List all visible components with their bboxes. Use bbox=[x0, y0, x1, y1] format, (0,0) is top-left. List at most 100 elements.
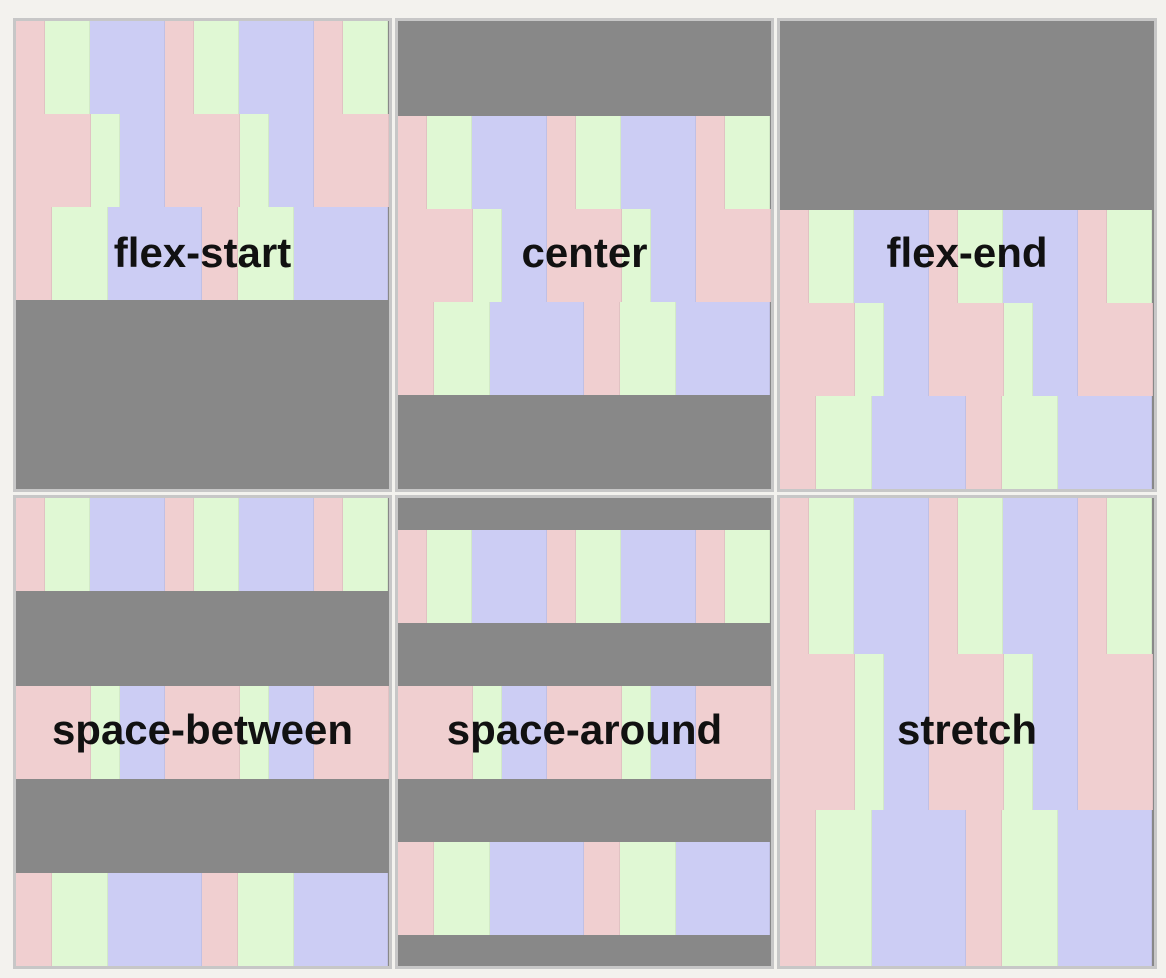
flex-item-red bbox=[398, 301, 434, 395]
flex-item-green bbox=[238, 207, 294, 300]
flex-item-green bbox=[91, 114, 120, 207]
flex-item-red bbox=[314, 498, 343, 591]
flex-item-green bbox=[1002, 396, 1058, 489]
flex-item-red bbox=[165, 21, 194, 114]
flex-item-red bbox=[1078, 210, 1107, 303]
flex-line bbox=[16, 21, 389, 114]
flex-item-blue bbox=[490, 301, 584, 395]
flex-item-blue bbox=[294, 207, 388, 300]
flex-item-red bbox=[780, 654, 855, 810]
flex-line bbox=[16, 207, 389, 300]
flex-item-green bbox=[427, 115, 472, 209]
flex-item-green bbox=[620, 301, 676, 395]
flex-item-green bbox=[622, 208, 651, 302]
flex-item-blue bbox=[472, 529, 547, 623]
panel-flex-end: flex-end bbox=[777, 18, 1157, 492]
flex-item-blue bbox=[490, 841, 584, 935]
flex-item-red bbox=[165, 685, 240, 779]
flex-item-red bbox=[16, 207, 52, 300]
flex-line bbox=[398, 685, 771, 779]
flex-item-green bbox=[816, 396, 872, 489]
flex-item-red bbox=[696, 685, 771, 779]
flex-item-red bbox=[1078, 654, 1153, 810]
flex-item-green bbox=[622, 685, 651, 779]
flex-item-green bbox=[855, 654, 884, 810]
flex-item-green bbox=[576, 529, 621, 623]
flex-item-blue bbox=[269, 685, 314, 779]
flex-item-green bbox=[809, 210, 854, 303]
flex-item-blue bbox=[108, 873, 202, 966]
flex-item-red bbox=[929, 303, 1004, 396]
flex-item-blue bbox=[884, 654, 929, 810]
flex-line bbox=[16, 114, 389, 207]
flex-item-red bbox=[547, 208, 622, 302]
flex-item-green bbox=[1107, 498, 1152, 654]
flex-item-blue bbox=[1058, 396, 1152, 489]
flex-item-red bbox=[16, 114, 91, 207]
flex-item-green bbox=[620, 841, 676, 935]
flex-item-red bbox=[780, 210, 809, 303]
panel-center: center bbox=[395, 18, 774, 492]
flex-line bbox=[398, 208, 771, 302]
flex-item-green bbox=[725, 115, 770, 209]
flex-item-blue bbox=[1033, 303, 1078, 396]
flex-line bbox=[398, 301, 771, 395]
flex-line bbox=[780, 210, 1154, 303]
flex-item-green bbox=[194, 498, 239, 591]
flex-item-blue bbox=[872, 810, 966, 966]
flex-item-red bbox=[202, 207, 238, 300]
flex-item-blue bbox=[651, 685, 696, 779]
flex-line bbox=[398, 529, 771, 623]
flex-item-blue bbox=[294, 873, 388, 966]
flex-item-red bbox=[966, 396, 1002, 489]
flex-item-red bbox=[16, 498, 45, 591]
flex-item-red bbox=[966, 810, 1002, 966]
flex-item-red bbox=[314, 685, 389, 779]
flex-item-green bbox=[343, 498, 388, 591]
flex-item-green bbox=[240, 685, 269, 779]
flex-line bbox=[16, 498, 389, 591]
flex-item-red bbox=[929, 210, 958, 303]
flex-item-green bbox=[1004, 654, 1033, 810]
flex-item-red bbox=[696, 529, 725, 623]
flex-item-blue bbox=[90, 21, 165, 114]
flex-item-red bbox=[16, 685, 91, 779]
flex-line bbox=[780, 396, 1154, 489]
flex-item-blue bbox=[90, 498, 165, 591]
flex-item-green bbox=[816, 810, 872, 966]
flex-item-red bbox=[780, 810, 816, 966]
flex-item-blue bbox=[884, 303, 929, 396]
flex-line bbox=[16, 685, 389, 779]
flex-item-blue bbox=[1003, 210, 1078, 303]
flex-line bbox=[398, 115, 771, 209]
flex-item-blue bbox=[621, 529, 696, 623]
flex-item-red bbox=[929, 654, 1004, 810]
panel-stretch: stretch bbox=[777, 495, 1157, 969]
flex-item-red bbox=[202, 873, 238, 966]
flex-item-red bbox=[398, 208, 473, 302]
flex-item-red bbox=[398, 529, 427, 623]
flex-item-red bbox=[547, 685, 622, 779]
flex-line bbox=[780, 810, 1154, 966]
flex-item-green bbox=[473, 208, 502, 302]
flex-item-blue bbox=[676, 301, 770, 395]
panel-space-between: space-between bbox=[13, 495, 392, 969]
flex-item-blue bbox=[239, 498, 314, 591]
flex-item-red bbox=[398, 841, 434, 935]
flex-line bbox=[780, 654, 1154, 810]
flex-item-green bbox=[240, 114, 269, 207]
flex-item-blue bbox=[621, 115, 696, 209]
flex-item-blue bbox=[651, 208, 696, 302]
flex-item-red bbox=[929, 498, 958, 654]
flex-item-blue bbox=[502, 208, 547, 302]
flex-item-blue bbox=[676, 841, 770, 935]
flex-item-blue bbox=[472, 115, 547, 209]
flex-item-blue bbox=[502, 685, 547, 779]
flex-item-green bbox=[958, 498, 1003, 654]
flex-item-green bbox=[194, 21, 239, 114]
flex-item-red bbox=[780, 396, 816, 489]
flex-item-green bbox=[52, 207, 108, 300]
flex-item-red bbox=[314, 114, 389, 207]
flex-item-blue bbox=[239, 21, 314, 114]
flex-item-green bbox=[1004, 303, 1033, 396]
